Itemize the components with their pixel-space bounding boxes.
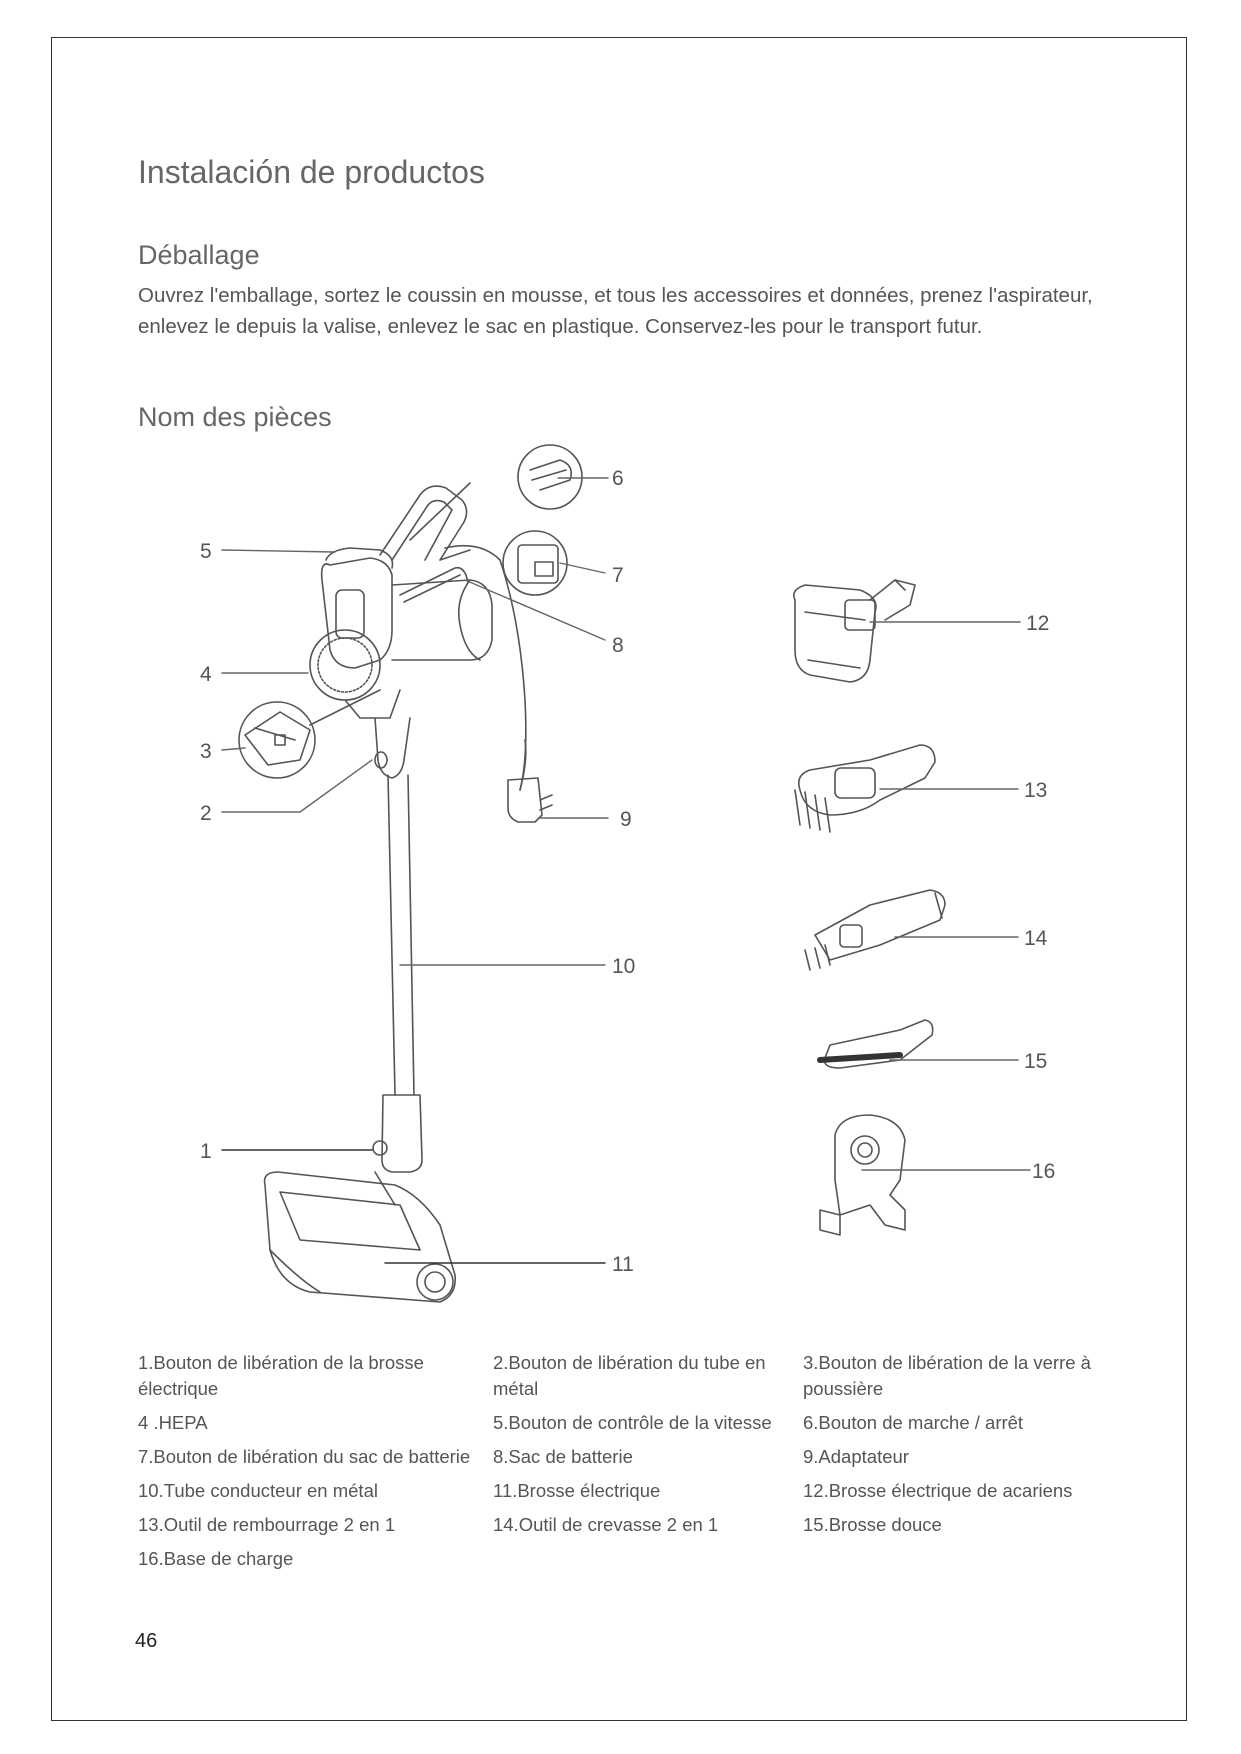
parts-diagram: 5 6 7 8 4 3 2 9 10 1 11 12 13 14 15 16 xyxy=(200,444,1055,1303)
part-3: 3.Bouton de libération de la verre à pou… xyxy=(803,1352,1091,1399)
parts-list-row: 10.Tube conducteur en métal 11.Brosse él… xyxy=(138,1478,1118,1504)
parts-list-row: 7.Bouton de libération du sac de batteri… xyxy=(138,1444,1118,1470)
part-14: 14.Outil de crevasse 2 en 1 xyxy=(493,1514,719,1535)
page-number: 46 xyxy=(135,1630,158,1652)
callout-7: 7 xyxy=(612,564,624,587)
callout-12: 12 xyxy=(1026,612,1049,635)
callout-4: 4 xyxy=(200,663,212,686)
part-6: 6.Bouton de marche / arrêt xyxy=(803,1412,1024,1433)
callout-11: 11 xyxy=(612,1253,634,1276)
accessory-14-illustration xyxy=(804,889,946,971)
accessory-13-illustration xyxy=(794,744,936,833)
accessory-12-illustration xyxy=(792,579,916,683)
callout-15: 15 xyxy=(1024,1050,1047,1073)
callout-14: 14 xyxy=(1024,927,1048,950)
callout-13: 13 xyxy=(1024,779,1047,802)
accessory-15-illustration xyxy=(817,1019,934,1069)
zoom-detail-7 xyxy=(502,530,568,596)
callout-2: 2 xyxy=(200,802,212,825)
callout-10: 10 xyxy=(612,955,635,978)
floor-brush-illustration xyxy=(263,1171,457,1303)
part-2: 2.Bouton de libération du tube en métal xyxy=(493,1352,766,1399)
callout-6: 6 xyxy=(612,467,624,490)
page-border xyxy=(51,37,1187,1721)
parts-list-row: 4 .HEPA 5.Bouton de contrôle de la vites… xyxy=(138,1410,1118,1436)
zoom-detail-6 xyxy=(517,444,583,510)
callout-16: 16 xyxy=(1032,1160,1055,1183)
part-1: 1.Bouton de libération de la brosse élec… xyxy=(138,1352,424,1399)
part-7: 7.Bouton de libération du sac de batteri… xyxy=(138,1446,471,1467)
page-title: Instalación de productos xyxy=(138,154,485,190)
parts-heading: Nom des pièces xyxy=(138,402,332,432)
part-5: 5.Bouton de contrôle de la vitesse xyxy=(493,1412,772,1433)
part-4: 4 .HEPA xyxy=(138,1412,208,1433)
unpacking-heading: Déballage xyxy=(138,240,260,270)
parts-list-row: 13.Outil de rembourrage 2 en 1 14.Outil … xyxy=(138,1512,1118,1538)
part-15: 15.Brosse douce xyxy=(803,1514,942,1535)
part-10: 10.Tube conducteur en métal xyxy=(138,1480,378,1501)
accessory-16-illustration xyxy=(819,1114,906,1236)
leader-lines xyxy=(221,477,1031,1264)
part-9: 9.Adaptateur xyxy=(803,1446,909,1467)
part-12: 12.Brosse électrique de acariens xyxy=(803,1480,1073,1501)
part-16: 16.Base de charge xyxy=(138,1548,294,1569)
part-11: 11.Brosse électrique xyxy=(493,1480,661,1501)
metal-tube-illustration xyxy=(372,717,423,1173)
parts-list-row: 1.Bouton de libération de la brosse élec… xyxy=(138,1350,1118,1402)
parts-list: 1.Bouton de libération de la brosse élec… xyxy=(138,1350,1118,1580)
unpacking-text: Ouvrez l'emballage, sortez le coussin en… xyxy=(138,284,1093,338)
callout-1: 1 xyxy=(200,1140,212,1163)
parts-list-row: 16.Base de charge xyxy=(138,1546,1118,1572)
callout-5: 5 xyxy=(200,540,212,563)
adapter-illustration xyxy=(507,739,553,823)
part-13: 13.Outil de rembourrage 2 en 1 xyxy=(138,1514,396,1535)
callout-8: 8 xyxy=(612,634,624,657)
zoom-detail-3 xyxy=(238,701,316,779)
part-8: 8.Sac de batterie xyxy=(493,1446,633,1467)
callout-3: 3 xyxy=(200,740,212,763)
callout-9: 9 xyxy=(620,808,632,831)
